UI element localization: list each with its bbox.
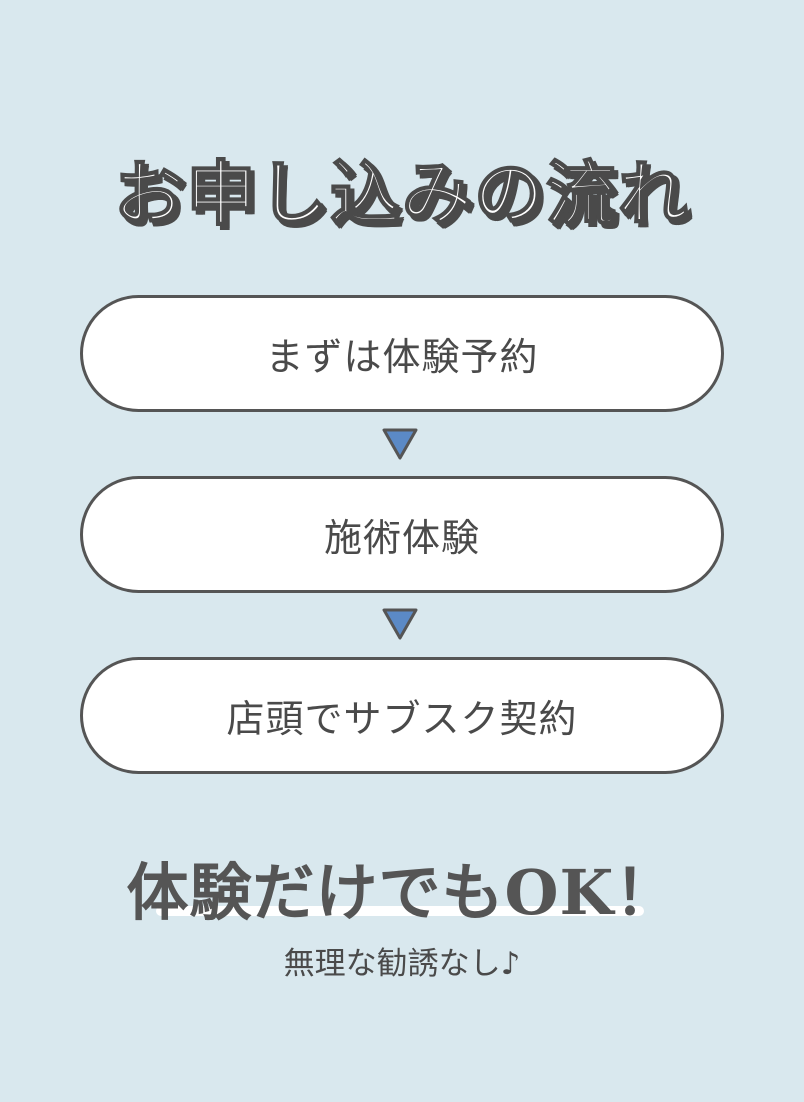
- step-label: 施術体験: [323, 516, 480, 560]
- page-title: お申し込みの流れ: [113, 151, 690, 236]
- tagline-container: 体験だけでもOK！: [0, 842, 804, 932]
- step-trial-reservation: まずは体験予約: [80, 295, 724, 412]
- step-subscription-contract: 店頭でサブスク契約: [80, 657, 724, 774]
- tagline: 体験だけでもOK！: [126, 856, 678, 929]
- step-label: まずは体験予約: [265, 335, 539, 379]
- step-treatment-trial: 施術体験: [80, 476, 724, 593]
- subtext: 無理な勧誘なし♪: [283, 946, 521, 982]
- step-label: 店頭でサブスク契約: [226, 697, 578, 741]
- triangle-down-icon: [382, 428, 418, 460]
- triangle-down-icon: [382, 608, 418, 640]
- tagline-underline: [156, 906, 644, 916]
